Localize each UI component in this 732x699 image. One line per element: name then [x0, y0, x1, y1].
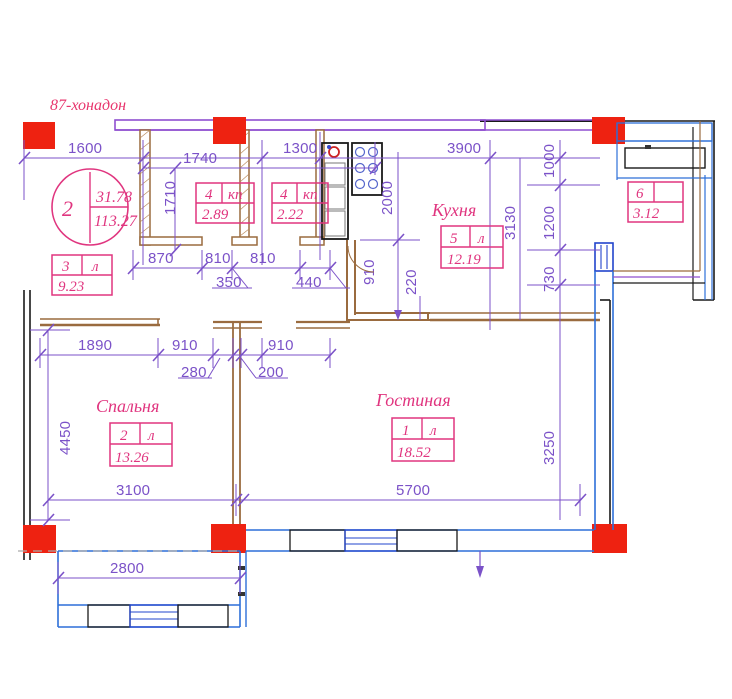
- room-3-id: 3: [61, 259, 70, 275]
- room-4b-id: 4: [280, 187, 288, 203]
- room-tag-6: 6 3.12: [627, 181, 684, 223]
- dim-1600: 1600: [68, 140, 102, 157]
- dim-3900: 3900: [447, 140, 481, 157]
- dim-810-a: 810: [205, 250, 231, 267]
- room-4b-type: кп: [303, 187, 318, 203]
- room-6-area: 3.12: [632, 206, 660, 222]
- room-1-type: л: [429, 423, 437, 439]
- apartment-summary-badge: 2 31.78 113.27: [51, 168, 138, 246]
- room-label-living: Гостиная: [375, 390, 451, 410]
- room-label-kitchen: Кухня: [431, 200, 476, 220]
- plan-title: 87-хонадон: [50, 97, 126, 114]
- room-6-id: 6: [636, 186, 644, 202]
- dim-2000: 2000: [379, 181, 396, 215]
- dim-280: 280: [181, 364, 207, 381]
- dim-5700: 5700: [396, 482, 430, 499]
- summary-rooms: 2: [62, 196, 73, 221]
- room-3-type: л: [91, 259, 99, 275]
- dim-910-c: 910: [268, 337, 294, 354]
- room-tag-2: 2 л 13.26: [109, 422, 173, 467]
- room-4a-id: 4: [205, 187, 213, 203]
- dim-3130: 3130: [502, 206, 519, 240]
- room-label-bedroom: Спальня: [96, 396, 159, 416]
- summary-total-area: 113.27: [94, 213, 138, 230]
- room-5-id: 5: [450, 231, 458, 247]
- room-tag-1: 1 л 18.52: [391, 417, 455, 462]
- dim-1000: 1000: [541, 144, 558, 178]
- dim-1740: 1740: [183, 150, 217, 167]
- room-2-id: 2: [120, 428, 128, 444]
- kitchen-fixtures: [321, 142, 383, 240]
- summary-living-area: 31.78: [95, 189, 132, 206]
- dim-730: 730: [541, 266, 558, 292]
- room-tag-4b: 4 кп 2.22: [271, 182, 329, 224]
- dimension-ticks: [18, 151, 587, 585]
- room-tag-4a: 4 кп 2.89: [195, 182, 255, 224]
- dim-440: 440: [296, 274, 322, 291]
- inner-partitions: [40, 119, 600, 530]
- room-1-id: 1: [402, 423, 410, 439]
- room-5-area: 12.19: [447, 252, 481, 268]
- room-tag-3: 3 л 9.23: [51, 254, 113, 296]
- room-2-area: 13.26: [115, 450, 149, 466]
- door-swings: [347, 245, 375, 273]
- dim-910-b: 910: [172, 337, 198, 354]
- dim-350: 350: [216, 274, 242, 291]
- dim-220: 220: [403, 269, 420, 295]
- dim-1710: 1710: [162, 181, 179, 215]
- room-4a-type: кп: [228, 187, 243, 203]
- dim-1300: 1300: [283, 140, 317, 157]
- dim-870: 870: [148, 250, 174, 267]
- structural-columns: [23, 117, 627, 553]
- dim-200: 200: [258, 364, 284, 381]
- room-2-type: л: [147, 428, 155, 444]
- room-1-area: 18.52: [397, 445, 431, 461]
- dim-1890: 1890: [78, 337, 112, 354]
- room-5-type: л: [477, 231, 485, 247]
- dim-4450: 4450: [57, 421, 74, 455]
- dim-910-a: 910: [361, 259, 378, 285]
- dim-2800: 2800: [110, 560, 144, 577]
- room-tag-5: 5 л 12.19: [440, 225, 504, 269]
- dim-3100: 3100: [116, 482, 150, 499]
- dimension-arrows: [394, 310, 484, 578]
- room-4b-area: 2.22: [277, 207, 304, 223]
- room-3-area: 9.23: [58, 279, 84, 295]
- room-4a-area: 2.89: [202, 207, 229, 223]
- dim-3250: 3250: [541, 431, 558, 465]
- dimension-labels: 1600 1740 1300 3900 1710 2000 1000 3130 …: [57, 140, 558, 577]
- dim-1200: 1200: [541, 206, 558, 240]
- dim-810-b: 810: [250, 250, 276, 267]
